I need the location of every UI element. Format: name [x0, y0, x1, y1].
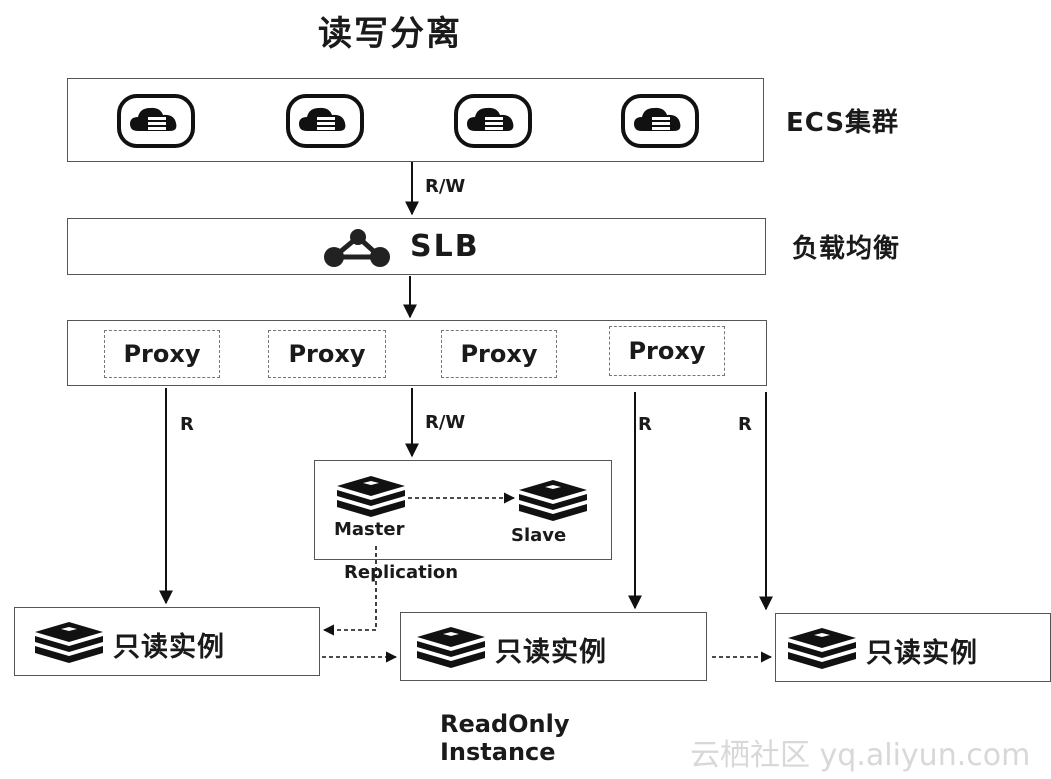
arrow-replication-to-ro-left	[322, 546, 377, 636]
database-stack-icon	[335, 474, 407, 524]
database-stack-icon	[786, 626, 858, 676]
readonly-caption-line2: Instance	[440, 738, 556, 766]
readonly-caption: ReadOnly Instance	[440, 710, 570, 766]
arrow-label-r-right2: R	[738, 414, 752, 435]
readonly-instance-box: 只读实例	[775, 613, 1051, 682]
readonly-caption-line1: ReadOnly	[440, 710, 570, 738]
readonly-instance-label: 只读实例	[866, 638, 978, 669]
readonly-instance-box: 只读实例	[400, 612, 707, 681]
database-stack-icon	[33, 620, 105, 670]
ecs-cluster-label: ECS集群	[786, 108, 900, 138]
network-hub-icon	[320, 227, 396, 273]
slb-box: SLB	[67, 218, 766, 275]
slb-label: SLB	[410, 229, 480, 264]
proxy-node: Proxy	[268, 330, 386, 378]
arrow-label-r-right1: R	[638, 414, 652, 435]
proxy-node: Proxy	[441, 330, 557, 378]
master-label: Master	[334, 519, 405, 540]
arrow-label-rw-ecs: R/W	[425, 176, 466, 197]
cloud-server-icon	[116, 93, 196, 153]
ecs-cluster-box	[67, 78, 764, 162]
replication-label: Replication	[344, 562, 459, 583]
cloud-server-icon	[620, 93, 700, 153]
slave-label: Slave	[511, 525, 567, 546]
readonly-instance-box: 只读实例	[14, 607, 320, 676]
watermark: 云栖社区 yq.aliyun.com	[690, 738, 1031, 773]
database-stack-icon	[517, 478, 589, 528]
proxy-node: Proxy	[104, 330, 220, 378]
arrow-label-rw-center: R/W	[425, 412, 466, 433]
readonly-instance-label: 只读实例	[113, 632, 225, 663]
proxy-node: Proxy	[609, 326, 725, 376]
readonly-instance-label: 只读实例	[495, 637, 607, 668]
page-title: 读写分离	[318, 14, 462, 54]
cloud-server-icon	[285, 93, 365, 153]
database-stack-icon	[415, 625, 487, 675]
arrow-label-r-left: R	[180, 414, 194, 435]
slb-side-label: 负载均衡	[792, 234, 901, 264]
cloud-server-icon	[453, 93, 533, 153]
